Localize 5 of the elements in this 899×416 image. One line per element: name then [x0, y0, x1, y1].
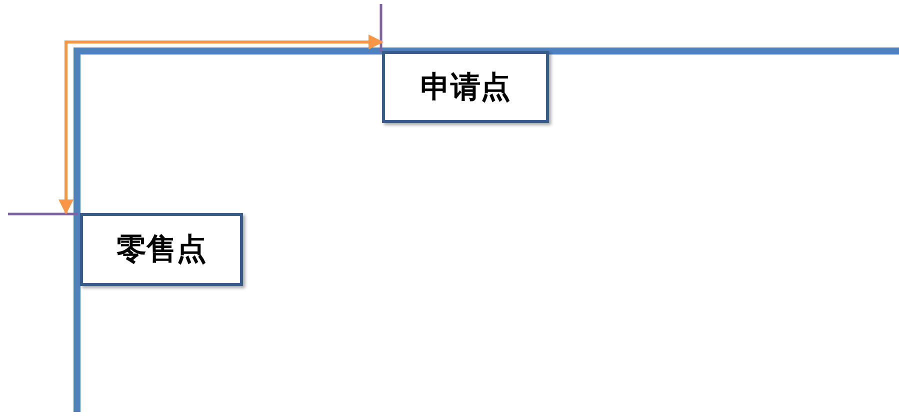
label-box	[382, 51, 549, 123]
label-box	[80, 213, 243, 286]
box-label: 零售点	[116, 231, 206, 269]
box-label: 申请点	[420, 68, 510, 106]
arrow	[58, 34, 384, 214]
